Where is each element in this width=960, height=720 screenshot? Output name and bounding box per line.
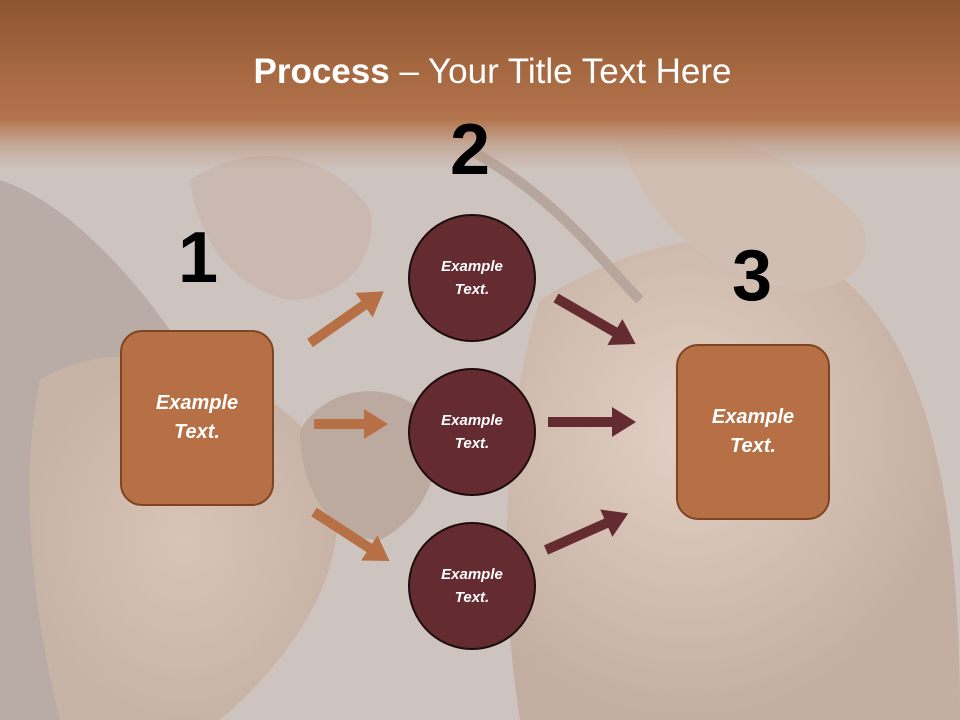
arrow-icon xyxy=(553,293,636,345)
slide-title: Process – Your Title Text Here xyxy=(0,52,960,92)
circle-top-text: Example Text. xyxy=(441,258,503,298)
arrow-icon xyxy=(311,507,390,562)
right-box-text: Example Text. xyxy=(711,406,795,457)
circle-bottom[interactable]: Example Text. xyxy=(408,522,536,650)
circle-top[interactable]: Example Text. xyxy=(408,214,536,342)
circle-middle-text: Example Text. xyxy=(441,412,503,452)
circle-bottom-text: Example Text. xyxy=(441,566,503,606)
circle-middle[interactable]: Example Text. xyxy=(408,368,536,496)
title-rest: – Your Title Text Here xyxy=(389,52,732,91)
left-box[interactable]: Example Text. xyxy=(120,330,274,506)
step-number-1: 1 xyxy=(178,218,219,298)
arrow-icon xyxy=(548,407,636,437)
title-bold: Process xyxy=(253,52,390,91)
arrow-icon xyxy=(314,409,388,439)
arrow-icon xyxy=(307,291,384,348)
left-box-text: Example Text. xyxy=(155,392,239,443)
step-number-3: 3 xyxy=(732,236,773,316)
title-band xyxy=(0,0,960,170)
arrow-icon xyxy=(543,509,629,555)
right-box[interactable]: Example Text. xyxy=(676,344,830,520)
step-number-2: 2 xyxy=(450,110,491,190)
